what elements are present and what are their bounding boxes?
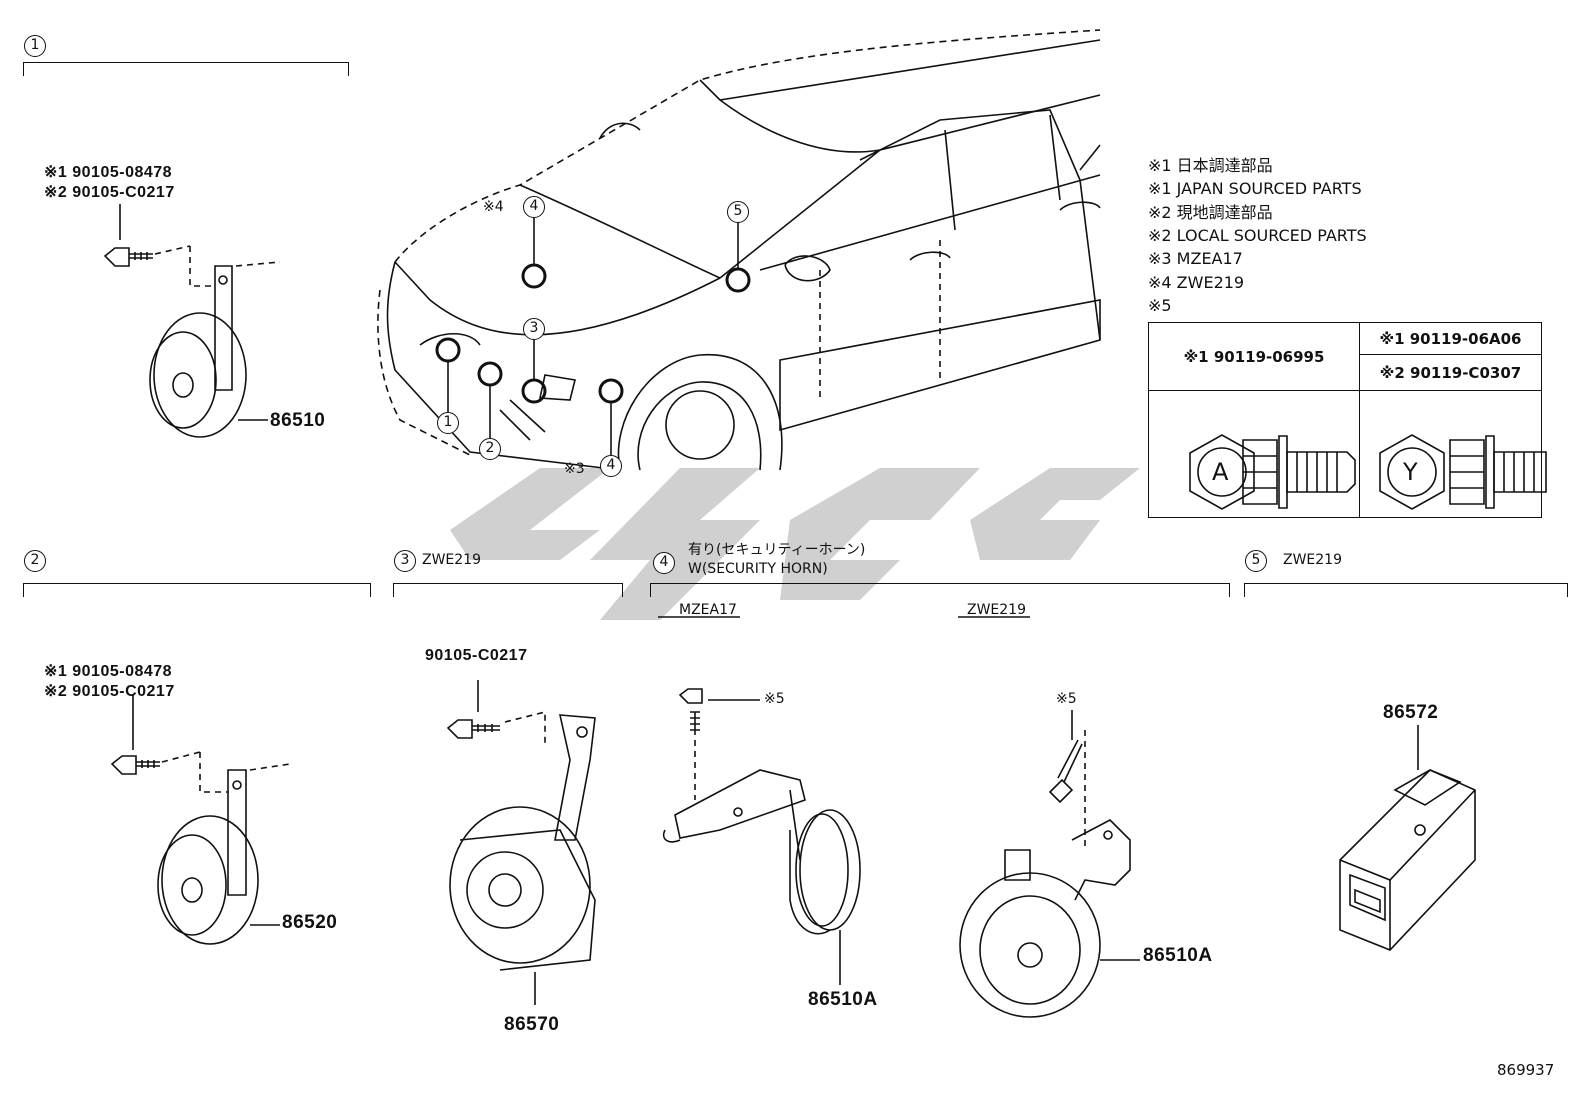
section-3-number: 3 [394,550,416,572]
note-line-5: ※3 MZEA17 [1148,249,1243,268]
part-86520: 86520 [282,912,338,933]
section-1-number: 1 [24,35,46,57]
callout-note-4: ※4 [483,199,504,215]
s4-model-b: ZWE219 [967,602,1027,618]
part-86510a-b: 86510A [1143,945,1213,966]
s1-bolt-2: ※2 90105-C0217 [44,184,175,201]
section-4-bracket [650,583,1230,597]
horn-86510a-mzea17 [662,688,861,985]
s3-bolt: 90105-C0217 [425,647,528,664]
callout-3: 3 [523,318,545,340]
s4-ref-b: ※5 [1056,691,1077,707]
horn-86570 [446,680,596,1005]
part-86510: 86510 [270,410,326,431]
callout-note-3: ※3 [564,461,585,477]
horn-86510 [103,204,281,438]
s5-model: ZWE219 [1283,552,1343,568]
section-1-bracket [23,62,349,76]
car-illustration [377,29,1101,471]
module-86572 [1339,725,1476,951]
part-86570: 86570 [504,1014,560,1035]
bolt-table-left-image [1148,390,1360,518]
s2-bolt-2: ※2 90105-C0217 [44,683,175,700]
horn-86510a-zwe219 [959,710,1140,1018]
note-line-1: ※1 日本調達部品 [1148,156,1273,175]
bolt-table-right-top: ※1 90119-06A06 [1359,322,1542,355]
horn-86520 [110,695,291,945]
s4-model-a: MZEA17 [679,602,737,618]
s1-bolt-1: ※1 90105-08478 [44,164,173,181]
section-5-bracket [1244,583,1568,597]
part-86572: 86572 [1383,702,1439,723]
callout-1: 1 [437,412,459,434]
note-line-7: ※5 [1148,296,1172,315]
s4-title-en: W(SECURITY HORN) [688,561,828,577]
section-4-number: 4 [653,552,675,574]
note-line-4: ※2 LOCAL SOURCED PARTS [1148,226,1367,245]
callout-5: 5 [727,201,749,223]
bolt-table-right-bottom: ※2 90119-C0307 [1359,354,1542,391]
bolt-table-right-image [1359,390,1542,518]
section-2-number: 2 [24,550,46,572]
bolt-symbol-y: Y [1403,458,1418,486]
drawing-id: 869937 [1497,1061,1555,1079]
note-line-3: ※2 現地調達部品 [1148,203,1273,222]
bolt-symbol-a: A [1212,458,1229,486]
s4-ref-a: ※5 [764,691,785,707]
callout-4-upper: 4 [523,196,545,218]
note-line-6: ※4 ZWE219 [1148,273,1245,292]
callout-2: 2 [479,438,501,460]
part-86510a-a: 86510A [808,989,878,1010]
s2-bolt-1: ※1 90105-08478 [44,663,173,680]
section-3-bracket [393,583,623,597]
section-2-bracket [23,583,371,597]
s4-title-jp: 有り(セキュリティーホーン) [688,542,866,558]
bolt-table-left-label: ※1 90119-06995 [1148,322,1360,391]
callout-4-lower: 4 [600,455,622,477]
note-line-2: ※1 JAPAN SOURCED PARTS [1148,179,1362,198]
bolt-table: ※1 90119-06995 ※1 90119-06A06 ※2 90119-C… [1148,322,1542,518]
section-5-number: 5 [1245,550,1267,572]
s3-model: ZWE219 [422,552,482,568]
